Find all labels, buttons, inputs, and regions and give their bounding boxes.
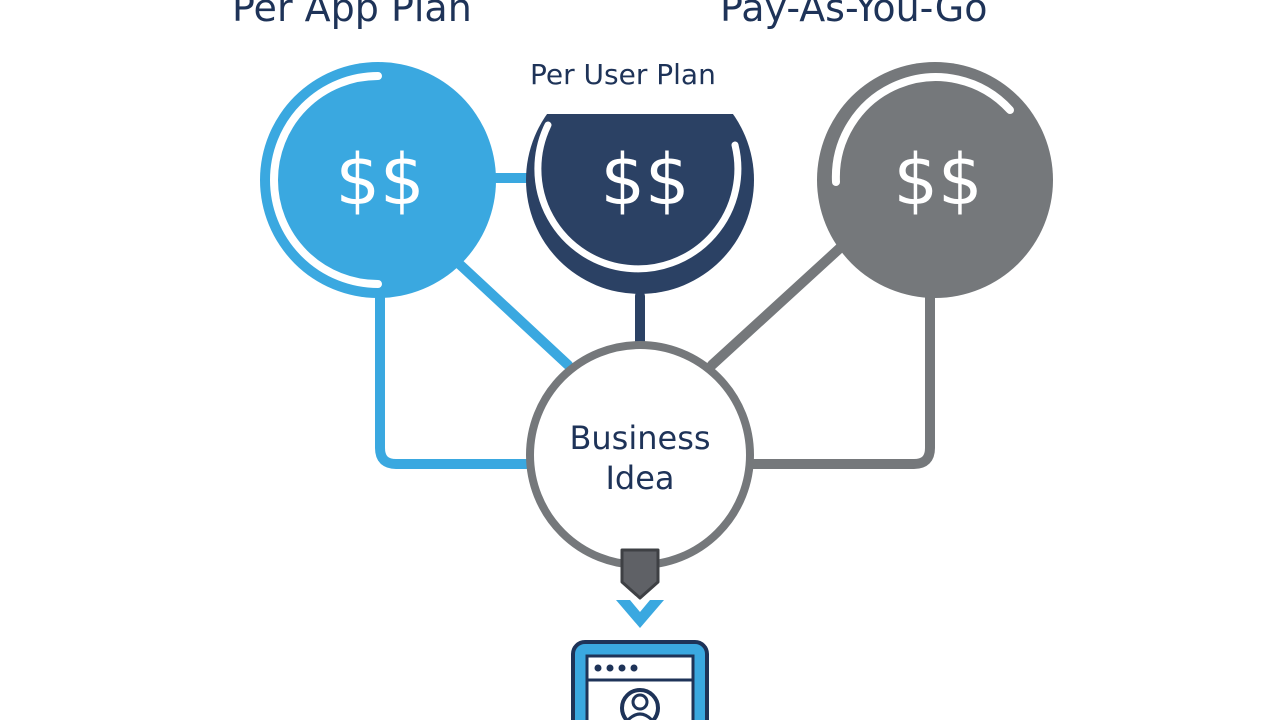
connector-payg-diagonal bbox=[707, 243, 845, 370]
per-user-price: $$ bbox=[600, 139, 690, 221]
chevron-down-icon bbox=[616, 600, 664, 628]
connectors bbox=[375, 173, 935, 469]
business-idea-line2: Idea bbox=[605, 459, 675, 497]
business-idea-label: Business Idea bbox=[540, 418, 740, 498]
payg-circle bbox=[817, 62, 1053, 298]
per-user-ring-arc bbox=[534, 121, 742, 273]
per-user-plan-title: Per User Plan bbox=[530, 58, 716, 91]
business-idea-line1: Business bbox=[569, 419, 711, 457]
connector-payg-elbow bbox=[745, 291, 935, 469]
payg-ring-arc bbox=[831, 73, 1014, 186]
payg-node bbox=[817, 62, 1053, 298]
per-user-circle bbox=[526, 66, 754, 294]
pay-as-you-go-price: $$ bbox=[893, 139, 983, 221]
pay-as-you-go-title: Pay-As-You-Go bbox=[720, 0, 988, 30]
per-app-price: $$ bbox=[335, 139, 425, 221]
connector-app-elbow bbox=[375, 291, 535, 469]
per-app-circle bbox=[260, 62, 496, 298]
user-avatar-icon bbox=[620, 688, 660, 720]
down-arrow-icon bbox=[620, 548, 660, 600]
per-app-node bbox=[260, 62, 496, 298]
mobile-app-icon bbox=[571, 640, 709, 720]
per-user-top-mask bbox=[520, 58, 760, 114]
connector-app-diagonal bbox=[450, 255, 573, 370]
per-app-ring-arc bbox=[270, 72, 382, 288]
per-app-plan-title: Per App Plan bbox=[232, 0, 472, 30]
per-user-node bbox=[520, 58, 760, 294]
